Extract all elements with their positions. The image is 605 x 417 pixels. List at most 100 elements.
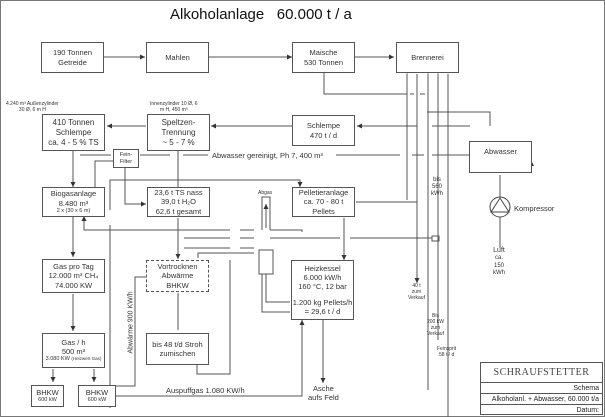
label-line: Verkauf [408,295,425,301]
label-line: m H, 450 m³ [160,107,188,113]
box-text-row: 3.080 KW (Heizwert Gas) [46,356,102,363]
return-to-maische [321,68,407,95]
label-line: Feinsprit [437,346,457,352]
label-line: Innenzylinder 10 Ø, 6 [150,101,198,107]
box-mahlen: Mahlen [146,42,209,73]
box-text: 600 kW [87,397,107,404]
label-line: 40 t [412,283,421,289]
box-text: Schlempe [306,121,341,131]
label-line: Luft [493,247,505,254]
box-text: BHKW [166,280,189,290]
box-stroh: bis 48 t/d Stroh zumischen [146,333,209,365]
box-text: ca. 4 - 5 % TS [48,137,99,147]
box-text: Fein- [119,151,133,158]
box-text: 23,6 t TS nass [154,187,203,197]
label-line: Verkauf [427,331,444,337]
label-line: 560 [431,184,442,191]
box-text: Gas / h [61,337,86,347]
label-feinsprit: Feinsprit 58 t / d [437,346,456,358]
page-title: Alkoholanlage 60.000 t / a [170,6,352,23]
label-aussenzylinder: 4.240 m³ Außenzylinder 30 Ø, 6 m H [6,101,59,113]
box-text: 12.000 m³ CH₄ [48,271,99,281]
box-text: Abwasser [484,147,517,156]
label-line: 200 kW [427,319,444,325]
label-kompressor: Kompressor [514,204,555,213]
label-line: zum [430,325,441,331]
box-text: 530 Tonnen [303,57,344,67]
box-text: Pellets [312,206,335,216]
label-line: 150 [493,262,504,269]
box-text: ~ 5 - 7 % [162,137,195,147]
box-gas-pro-stunde: Gas / h 500 m³ 3.080 KW (Heizwert Gas) [42,333,105,368]
box-pelletieranlage: Pelletieranlage ca. 70 - 80 t Pellets [292,187,355,217]
label-line: ca. [494,255,503,262]
box-maische: Maische 530 Tonnen [292,42,355,73]
box-text: 600 kW [38,397,57,404]
box-text: 160 °C, 12 bar [298,282,347,292]
box-feinfilter: Fein- Filter [113,149,139,168]
drawing-type: Schema [481,383,602,394]
label-line: kWh [493,269,505,276]
box-text: 1.200 kg Pellets/h [292,297,353,307]
box-text: zumischen [159,349,196,358]
box-text: Mahlen [165,52,190,62]
box-text: ca. 70 - 80 t [303,197,344,207]
box-ts-nass: 23,6 t TS nass 39,0 t H₂O 62,6 t gesamt [147,187,210,217]
label-line: 4.240 m³ Außenzylinder [6,101,59,107]
label-line: zum [411,289,422,295]
box-biogasanlage: Biogasanlage 8.480 m³ 2 x (30 x 6 m) [42,187,105,217]
box-text: Biogasanlage [50,189,97,199]
company-name: SCHRAUFSTETTER [481,363,602,383]
box-text: 74.000 KW [54,280,93,290]
box-text: BHKW [36,387,59,397]
label-line: aufs Feld [308,393,339,402]
box-text: Heizkessel [304,263,341,273]
label-luft: Luft ca. 150 kWh [493,247,505,277]
box-abwasser: Abwasser [469,141,532,173]
label-abgas: Abgas [258,190,273,196]
box-text: 470 t / d [309,130,338,140]
label-abwasser-gereinigt: Abwasser gereinigt, Ph 7, 400 m³ [212,151,323,160]
box-text: 2 x (30 x 6 m) [56,207,91,214]
box-bhkw-1: BHKW 600 kW [31,385,64,407]
box-text: 62,6 t gesamt [155,206,202,216]
box-gas-pro-tag: Gas pro Tag 12.000 m³ CH₄ 74.000 KW [42,259,105,293]
box-getreide: 190 Tonnen Getreide [41,42,104,73]
label-200kw-verkauf: Bis 200 kW zum Verkauf [427,313,444,337]
box-text: BHKW [85,387,109,397]
date-field: Datum: [576,407,599,414]
box-speltzen-trennung: Speltzen- Trennung ~ 5 - 7 % [147,114,210,151]
box-text: Brennerei [411,52,444,62]
label-line: kWh [431,191,443,198]
box-brennerei: Brennerei [396,42,459,73]
box-text: Pelletieranlage [298,187,349,197]
box-text: Getreide [58,57,87,67]
box-text: Speltzen- [161,117,196,127]
box-text: 500 m³ [61,347,86,357]
box-text: 8.480 m³ [58,198,89,208]
label-abwaerme: Abwärme 900 KW/h [127,291,135,354]
box-text: 410 Tonnen [52,117,95,127]
box-text: (Heizwert Gas) [71,356,102,362]
compressor-icon [489,196,511,218]
project-name: Alkoholanl. + Abwasser, 60.000 t/a [481,394,602,405]
box-vortrocknen: Vortrocknen Abwärme BHKW [146,260,209,292]
box-text: = 29,6 t / d [304,307,341,317]
box-bhkw-2: BHKW 600 kW [78,385,116,407]
box-text: Abwärme [161,271,194,281]
box-text: Vortrocknen [157,261,198,271]
box-text: Filter [119,158,133,165]
box-text: Gas pro Tag [53,261,94,271]
label-line: 58 t / d [438,352,455,358]
label-auspuffgas: Auspuffgas 1.080 KW/h [166,386,245,395]
label-line: Asche [313,384,334,393]
box-text: 39,0 t H₂O [160,197,196,207]
box-schlempe-410: 410 Tonnen Schlempe ca. 4 - 5 % TS [42,114,105,151]
label-line: bis [433,177,441,183]
label-line: Bis [432,313,439,319]
box-text: 190 Tonnen [52,48,93,58]
label-line: 30 Ø, 6 m H [18,107,46,113]
label-asche: Asche aufs Feld [308,384,339,402]
title-block: SCHRAUFSTETTER Schema Alkoholanl. + Abwa… [480,362,603,415]
